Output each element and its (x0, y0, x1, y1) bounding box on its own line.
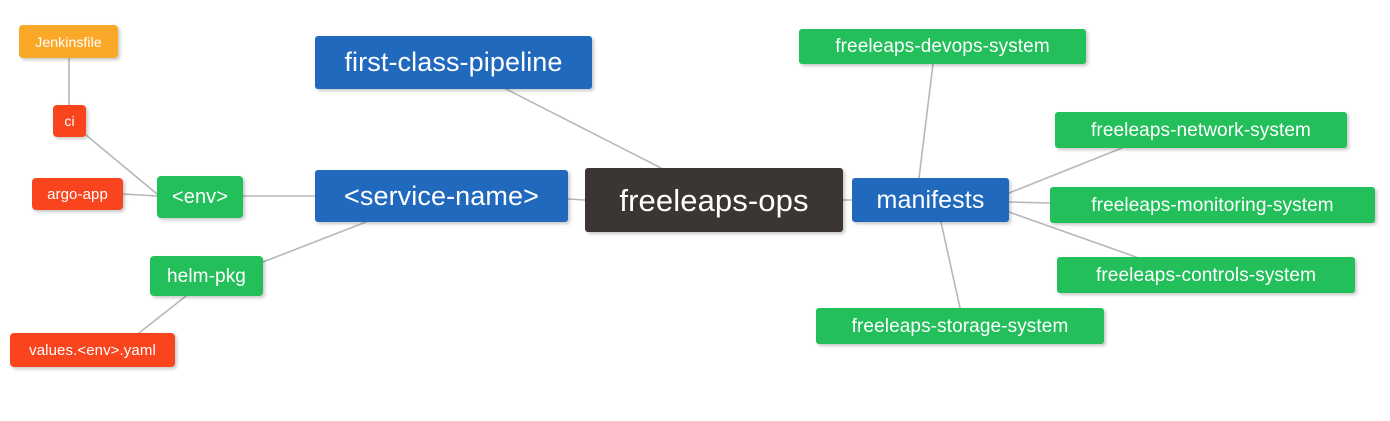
node-jenkinsfile[interactable]: Jenkinsfile (19, 25, 118, 58)
node-manifests[interactable]: manifests (852, 178, 1009, 222)
node-env[interactable]: <env> (157, 176, 243, 218)
edge-argo-app-to-env (122, 193, 158, 197)
edge-service-name-to-freeleaps-ops (567, 198, 586, 201)
node-first-class-pipeline[interactable]: first-class-pipeline (315, 36, 592, 89)
edge-manifests-to-freeleaps-devops-system (918, 63, 934, 179)
edge-manifests-to-freeleaps-monitoring-system (1008, 201, 1051, 204)
node-freeleaps-monitoring-system[interactable]: freeleaps-monitoring-system (1050, 187, 1375, 223)
edge-helm-pkg-to-values-yaml (138, 295, 187, 334)
node-freeleaps-controls-system[interactable]: freeleaps-controls-system (1057, 257, 1355, 293)
node-freeleaps-network-system[interactable]: freeleaps-network-system (1055, 112, 1347, 148)
node-values-yaml[interactable]: values.<env>.yaml (10, 333, 175, 367)
edge-service-name-to-helm-pkg (262, 221, 367, 263)
edge-first-class-pipeline-to-freeleaps-ops (505, 88, 662, 169)
node-argo-app[interactable]: argo-app (32, 178, 123, 210)
node-freeleaps-ops[interactable]: freeleaps-ops (585, 168, 843, 232)
node-helm-pkg[interactable]: helm-pkg (150, 256, 263, 296)
node-service-name[interactable]: <service-name> (315, 170, 568, 222)
node-freeleaps-storage-system[interactable]: freeleaps-storage-system (816, 308, 1104, 344)
node-freeleaps-devops-system[interactable]: freeleaps-devops-system (799, 29, 1086, 64)
node-ci[interactable]: ci (53, 105, 86, 137)
edge-manifests-to-freeleaps-storage-system (940, 221, 961, 309)
